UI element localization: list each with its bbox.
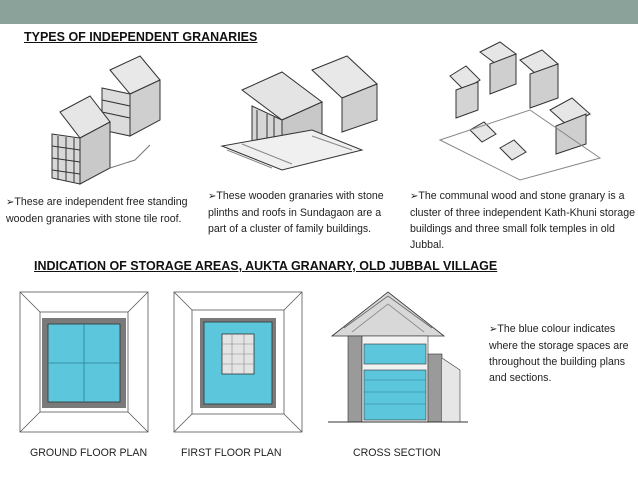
slide-top-bar	[0, 0, 638, 24]
label-cross-section: CROSS SECTION	[353, 447, 441, 459]
caption-communal: ➢The communal wood and stone granary is …	[410, 190, 635, 251]
heading-storage-areas: INDICATION OF STORAGE AREAS, AUKTA GRANA…	[34, 259, 498, 273]
cross-section-drawing	[328, 288, 478, 438]
label-first-floor-plan: FIRST FLOOR PLAN	[181, 447, 282, 459]
sketch-free-standing-granaries	[40, 50, 170, 190]
caption-free-standing: ➢These are independent free standing woo…	[6, 196, 188, 225]
sketch-stone-plinth-granaries	[212, 50, 382, 180]
heading-types-of-granaries: TYPES OF INDEPENDENT GRANARIES	[24, 30, 258, 44]
ground-floor-plan-drawing	[18, 288, 150, 438]
caption-stone-plinth: ➢These wooden granaries with stone plint…	[208, 190, 384, 235]
note-blue-colour: ➢The blue colour indicates where the sto…	[489, 323, 629, 384]
first-floor-plan-drawing	[172, 288, 304, 438]
sketch-communal-granary-cluster	[430, 40, 605, 185]
label-ground-floor-plan: GROUND FLOOR PLAN	[30, 447, 148, 459]
